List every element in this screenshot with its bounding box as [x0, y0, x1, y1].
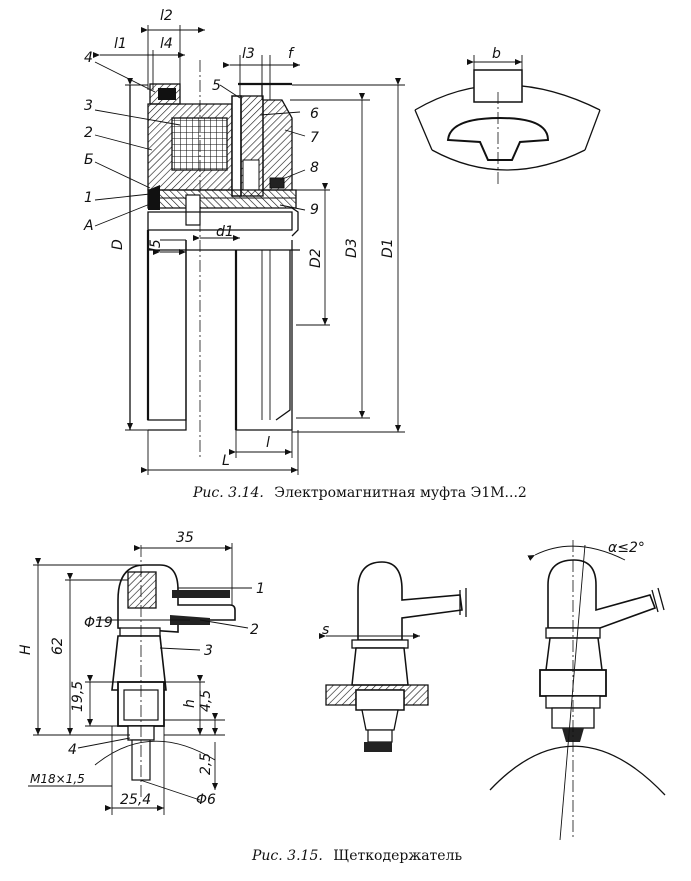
caption-fig-3-14-text: Электромагнитная муфта Э1М...2 [274, 485, 527, 501]
label-l3: l3 [242, 46, 255, 62]
callout-1: 1 [84, 190, 93, 206]
callout-4: 4 [84, 50, 93, 66]
callout-8: 8 [310, 160, 319, 176]
callout-B: Б [84, 152, 94, 168]
label-l1: l1 [114, 36, 127, 52]
callout-3: 3 [84, 98, 93, 114]
label-phi19: Φ19 [84, 615, 113, 631]
label-l4: l4 [160, 36, 173, 52]
caption-fig-3-15-number: Рис. 3.15. [251, 848, 323, 864]
label-25-4: 25,4 [120, 792, 151, 808]
callout-7: 7 [310, 130, 319, 146]
callout-A: A [83, 218, 94, 234]
clutch-drawing [93, 25, 601, 475]
label-D1: D1 [380, 238, 396, 258]
callout-fig2-4: 4 [68, 742, 77, 758]
label-19-5: 19,5 [70, 681, 86, 712]
label-2-5: 2,5 [198, 753, 214, 775]
label-35: 35 [176, 530, 194, 546]
callout-2: 2 [84, 125, 93, 141]
callout-fig2-2: 2 [250, 622, 259, 638]
callout-5: 5 [212, 78, 221, 94]
callout-9: 9 [310, 202, 319, 218]
label-f: f [288, 46, 295, 62]
label-alpha: α≤2° [608, 540, 645, 556]
caption-fig-3-14: Рис. 3.14. Электромагнитная муфта Э1М...… [192, 485, 527, 501]
caption-fig-3-15-text: Щеткодержатель [333, 848, 462, 864]
brush-holder-drawing [28, 540, 666, 841]
callout-6: 6 [310, 106, 319, 122]
label-s: s [322, 622, 329, 638]
label-b: b [492, 46, 501, 62]
label-D2: D2 [308, 248, 324, 268]
label-h: h [182, 699, 198, 708]
label-H: H [18, 644, 34, 655]
callout-fig2-1: 1 [256, 581, 265, 597]
label-d1: d1 [216, 224, 234, 240]
label-m18: M18×1,5 [30, 772, 85, 786]
label-l2: l2 [160, 8, 173, 24]
label-D3: D3 [344, 238, 360, 258]
label-l5: l5 [148, 239, 164, 252]
callout-fig2-3: 3 [204, 643, 213, 659]
label-62: 62 [50, 637, 66, 655]
label-l: l [266, 435, 270, 451]
fig315-labels: 35 H 62 Φ19 19,5 h 4,5 2,5 M18×1,5 25,4 … [18, 530, 645, 864]
fig314-labels: l2 l1 l4 l3 f b 4 3 2 Б 1 A 5 6 7 8 9 D … [83, 8, 527, 501]
caption-fig-3-15: Рис. 3.15. Щеткодержатель [251, 848, 462, 864]
label-4-5: 4,5 [198, 690, 214, 712]
caption-fig-3-14-number: Рис. 3.14. [192, 485, 264, 501]
label-phi6: Φ6 [196, 792, 216, 808]
label-D: D [110, 239, 126, 250]
label-L: L [222, 453, 230, 469]
